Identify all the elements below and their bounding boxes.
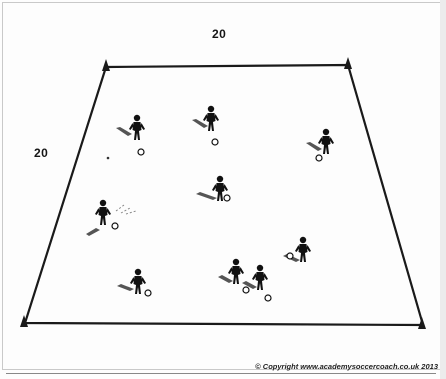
kick-motion-lines <box>116 205 136 214</box>
ball-icon <box>138 149 144 155</box>
player-icon <box>95 200 111 225</box>
player-shadow <box>218 275 233 283</box>
player-icon <box>130 269 146 294</box>
player-icon <box>318 129 334 154</box>
marker-dot <box>107 157 110 160</box>
ball-icon <box>243 287 249 293</box>
cone-icon <box>102 59 110 71</box>
player-shadow <box>192 119 208 128</box>
player-icon <box>295 237 311 262</box>
ball-icon <box>112 223 118 229</box>
player-shadow <box>117 284 134 291</box>
cone-icon <box>344 57 352 69</box>
ball-icon <box>145 290 151 296</box>
pitch-boundary <box>25 65 423 325</box>
pitch-length-label: 20 <box>212 27 226 41</box>
ball-icon <box>316 155 322 161</box>
ball-icon <box>287 253 293 259</box>
cone-icon <box>418 317 426 329</box>
pitch-width-label: 20 <box>34 146 48 160</box>
ball-icon <box>265 295 271 301</box>
footer-divider <box>6 373 436 374</box>
ball-icon <box>224 195 230 201</box>
copyright-notice: © Copyright www.academysoccercoach.co.uk… <box>255 362 438 371</box>
player-shadow <box>196 192 217 200</box>
player-icon <box>129 115 145 140</box>
ball-icon <box>212 139 218 145</box>
player-shadow <box>86 228 100 236</box>
